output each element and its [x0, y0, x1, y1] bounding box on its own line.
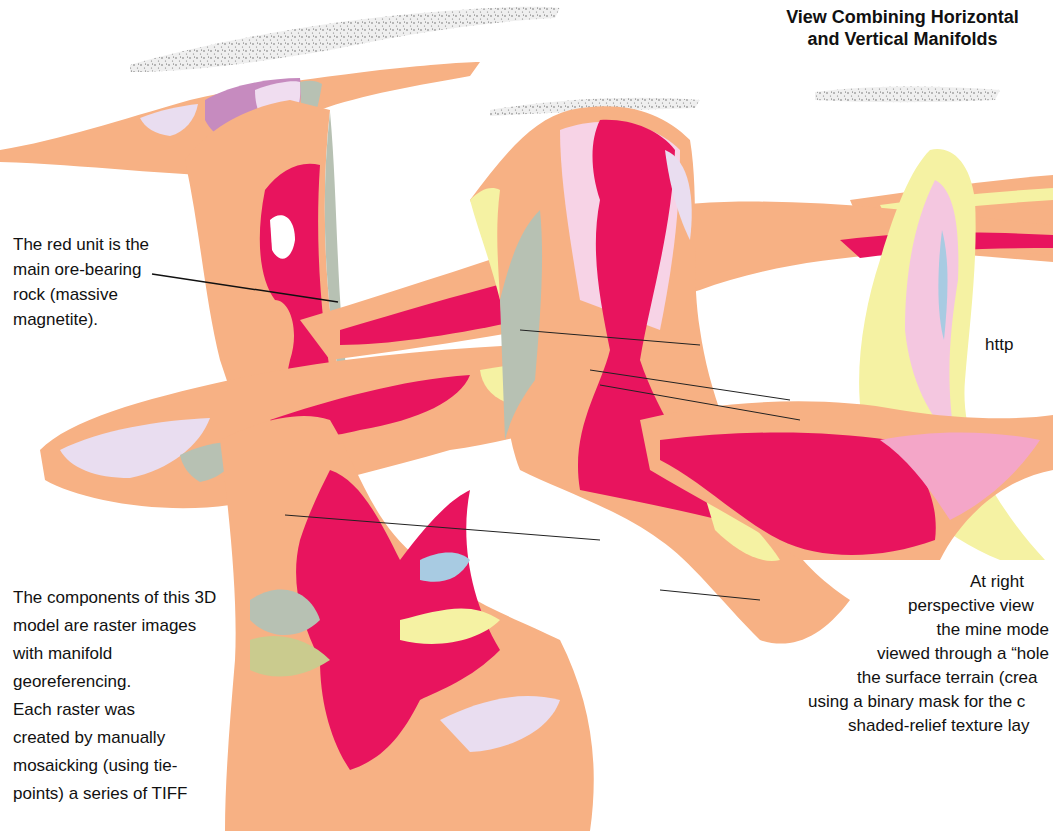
text-line: georeferencing.: [13, 672, 131, 691]
lower-vertical-manifold: [400, 608, 500, 643]
text-row: with manifold: [13, 640, 216, 668]
middle-vertical-manifold: [470, 188, 500, 300]
middle-vertical-manifold: [470, 106, 850, 643]
lower-right-level-manifold: [640, 401, 1053, 560]
lower-right-level-manifold: [640, 401, 1053, 560]
text-row: Each raster was: [13, 696, 216, 724]
text-line: the mine mode: [937, 620, 1049, 639]
text-row: created by manually: [13, 724, 216, 752]
surface-terrain: [130, 7, 560, 72]
middle-vertical-manifold: [470, 106, 850, 643]
text-line: using a binary mask for the c: [808, 692, 1025, 711]
text-line: points) a series of TIFF: [13, 784, 187, 803]
text-line: shaded-relief texture lay: [848, 716, 1029, 735]
text-line: model are raster images: [13, 616, 196, 635]
text-line: with manifold: [13, 644, 112, 663]
text-row: the surface terrain (crea: [0, 666, 1053, 690]
upper-level-manifold: [140, 104, 198, 136]
text-row: The components of this 3D: [13, 584, 216, 612]
lower-vertical-manifold: [250, 636, 330, 676]
right-vertical-manifold: [905, 180, 958, 440]
lower-vertical-manifold: [250, 590, 320, 635]
text-line: The components of this 3D: [13, 588, 216, 607]
text-row: and Vertical Manifolds: [770, 28, 1035, 50]
left-vertical-manifold: [270, 215, 295, 259]
text-line: View Combining Horizontal: [786, 7, 1019, 27]
text-line: perspective view: [908, 596, 1034, 615]
annotation-note: The components of this 3D model are rast…: [13, 584, 216, 808]
section-line: [600, 385, 800, 420]
leader-line: [152, 274, 338, 302]
text-line: viewed through a “hole: [877, 644, 1049, 663]
text-line: Each raster was: [13, 700, 135, 719]
text-row: model are raster images: [13, 612, 216, 640]
right-vertical-manifold: [938, 230, 947, 340]
lower-right-level-manifold: [880, 433, 1040, 521]
text-line: magnetite).: [13, 310, 98, 329]
text-line: the surface terrain (crea: [857, 668, 1037, 687]
lower-vertical-manifold: [220, 416, 594, 831]
diagram-title: View Combining Horizontal and Vertical M…: [770, 6, 1035, 50]
text-line: At right: [970, 572, 1024, 591]
text-line: and Vertical Manifolds: [807, 29, 997, 49]
text-row: magnetite).: [13, 307, 149, 332]
middle-vertical-manifold: [500, 210, 542, 440]
text-row: View Combining Horizontal: [770, 6, 1035, 28]
section-line: [520, 330, 700, 345]
section-line: [285, 515, 600, 540]
text-row: points) a series of TIFF: [13, 780, 216, 808]
text-line: created by manually: [13, 728, 165, 747]
lower-vertical-manifold: [440, 696, 560, 752]
text-row: viewed through a “hole: [0, 642, 1053, 666]
surface-terrain: [815, 86, 1000, 102]
text-row: main ore-bearing: [13, 257, 149, 282]
text-row: http: [985, 334, 1013, 356]
text-line: The red unit is the: [13, 235, 149, 254]
text-row: using a binary mask for the c: [0, 690, 1053, 714]
text-row: georeferencing.: [13, 668, 216, 696]
text-row: The red unit is the: [13, 232, 149, 257]
middle-vertical-manifold: [665, 150, 692, 240]
lower-vertical-manifold: [420, 553, 470, 582]
section-line: [590, 370, 790, 400]
text-line: http: [985, 335, 1013, 354]
text-row: rock (massive: [13, 282, 149, 307]
annotation-note: The red unit is the main ore-bearing roc…: [13, 232, 149, 332]
text-line: mosaicking (using tie-: [13, 756, 177, 775]
text-line: rock (massive: [13, 285, 118, 304]
section-line: [285, 330, 800, 600]
text-row: mosaicking (using tie-: [13, 752, 216, 780]
section-line: [660, 590, 760, 600]
url-fragment: http: [985, 334, 1013, 356]
lower-vertical-manifold: [220, 416, 594, 831]
text-line: main ore-bearing: [13, 260, 142, 279]
